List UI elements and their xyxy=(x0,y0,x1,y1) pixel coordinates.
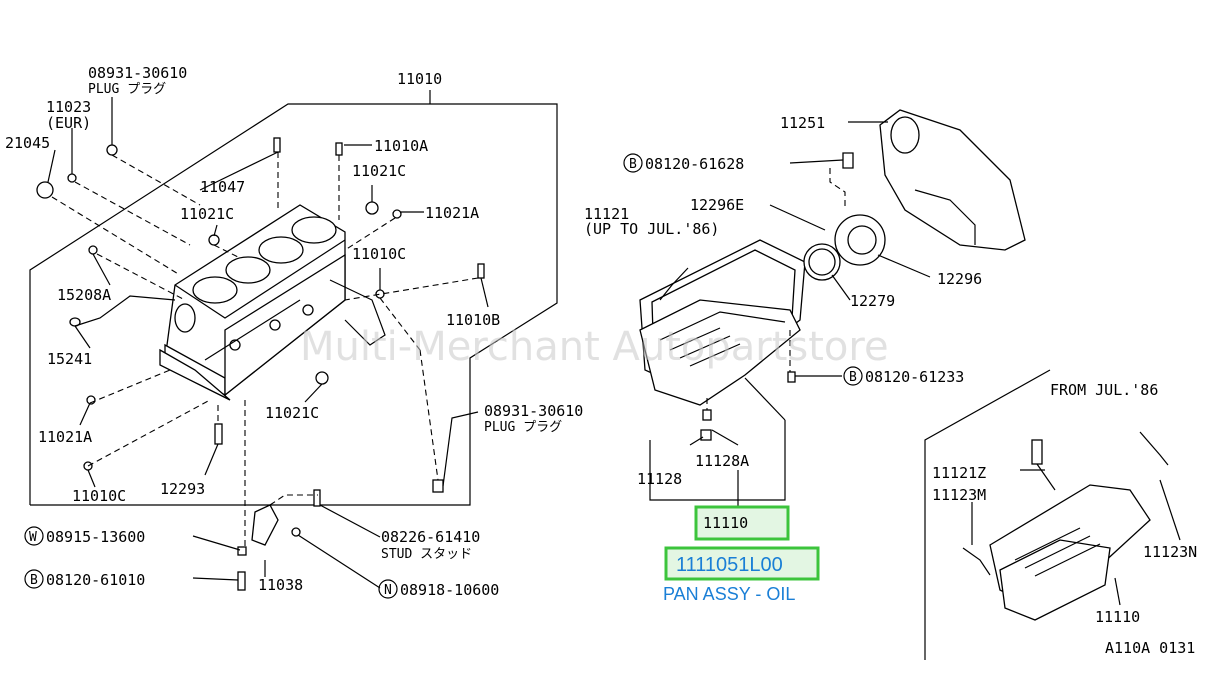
n-mark-letter: N xyxy=(384,583,392,598)
label-11010c-1: 11010C xyxy=(352,245,406,263)
b-mark-letter-2: B xyxy=(629,157,637,172)
b-mark-letter-3: B xyxy=(849,370,857,385)
label-11128: 11128 xyxy=(637,470,682,488)
label-11010: 11010 xyxy=(397,70,442,88)
label-11123m: 11123M xyxy=(932,486,986,504)
highlight-part-name: PAN ASSY - OIL xyxy=(663,584,795,604)
label-11023: 11023 xyxy=(46,98,91,116)
label-b-08120-61010: 08120-61010 xyxy=(46,571,145,589)
figure-code: A110A 0131 xyxy=(1105,639,1195,657)
w-circle-mark xyxy=(24,526,44,546)
label-plug-top: 08931-30610 xyxy=(88,64,187,82)
label-eur: (EUR) xyxy=(46,114,91,132)
label-11123n: 11123N xyxy=(1143,543,1197,561)
label-11010c-2: 11010C xyxy=(72,487,126,505)
block-outline-frame xyxy=(29,103,558,506)
label-12296e: 12296E xyxy=(690,196,744,214)
b-circle-mark-1 xyxy=(24,569,44,589)
b-circle-mark-2 xyxy=(623,153,643,173)
from-jul86-inset xyxy=(924,369,1181,660)
bracket-leader-lines xyxy=(192,494,381,589)
label-11021c-3: 11021C xyxy=(265,404,319,422)
label-15241: 15241 xyxy=(47,350,92,368)
label-from-jul86: FROM JUL.'86 xyxy=(1050,381,1158,399)
label-12279: 12279 xyxy=(850,292,895,310)
label-11021c-1: 11021C xyxy=(180,205,234,223)
label-15208a: 15208A xyxy=(57,286,111,304)
highlight-ref-label: 11110 xyxy=(703,514,748,532)
label-b-08120-61628: 08120-61628 xyxy=(645,155,744,173)
label-11021c-2: 11021C xyxy=(352,162,406,180)
highlight-group: 11110 1111051L00 PAN ASSY - OIL xyxy=(663,505,820,604)
label-up-to-jul86: (UP TO JUL.'86) xyxy=(584,220,719,238)
block-leader-lines xyxy=(47,97,489,548)
label-11010b: 11010B xyxy=(446,311,500,329)
label-stud-08226: 08226-61410 xyxy=(381,528,480,546)
label-11110-inset: 11110 xyxy=(1095,608,1140,626)
highlight-part-number-box[interactable] xyxy=(664,546,820,581)
n-circle-mark xyxy=(378,579,398,599)
oil-pan-center-drawing xyxy=(639,239,842,508)
label-11038: 11038 xyxy=(258,576,303,594)
label-12293: 12293 xyxy=(160,480,205,498)
rear-plate-drawing xyxy=(769,109,1026,301)
label-12296: 12296 xyxy=(937,270,982,288)
b-mark-letter-1: B xyxy=(30,573,38,588)
label-11121: 11121 xyxy=(584,205,629,223)
label-11047: 11047 xyxy=(200,178,245,196)
label-stud-sub: STUD スタッド xyxy=(381,547,472,562)
watermark: Multi-Merchant Autopartstore xyxy=(300,324,889,370)
label-11010a: 11010A xyxy=(374,137,428,155)
label-b-08120-61233: 08120-61233 xyxy=(865,368,964,386)
label-11021a-1: 11021A xyxy=(425,204,479,222)
w-mark-letter: W xyxy=(29,530,37,545)
label-21045: 21045 xyxy=(5,134,50,152)
label-11128a: 11128A xyxy=(695,452,749,470)
highlight-ref-box[interactable] xyxy=(694,505,790,541)
label-plug-bottom-sub: PLUG プラグ xyxy=(484,420,562,435)
part-labels: 11010 08931-30610 PLUG プラグ 11023 (EUR) 2… xyxy=(5,64,1197,657)
label-w-08915: 08915-13600 xyxy=(46,528,145,546)
label-11251: 11251 xyxy=(780,114,825,132)
label-plug-top-sub: PLUG プラグ xyxy=(88,82,166,97)
label-plug-bottom: 08931-30610 xyxy=(484,402,583,420)
b-circle-mark-3 xyxy=(843,366,863,386)
label-11021a-2: 11021A xyxy=(38,428,92,446)
cylinder-block-drawing xyxy=(159,204,386,401)
label-n-08918: 08918-10600 xyxy=(400,581,499,599)
label-11121z: 11121Z xyxy=(932,464,986,482)
highlight-part-number[interactable]: 1111051L00 xyxy=(676,554,783,576)
engine-block-frame xyxy=(29,90,558,506)
